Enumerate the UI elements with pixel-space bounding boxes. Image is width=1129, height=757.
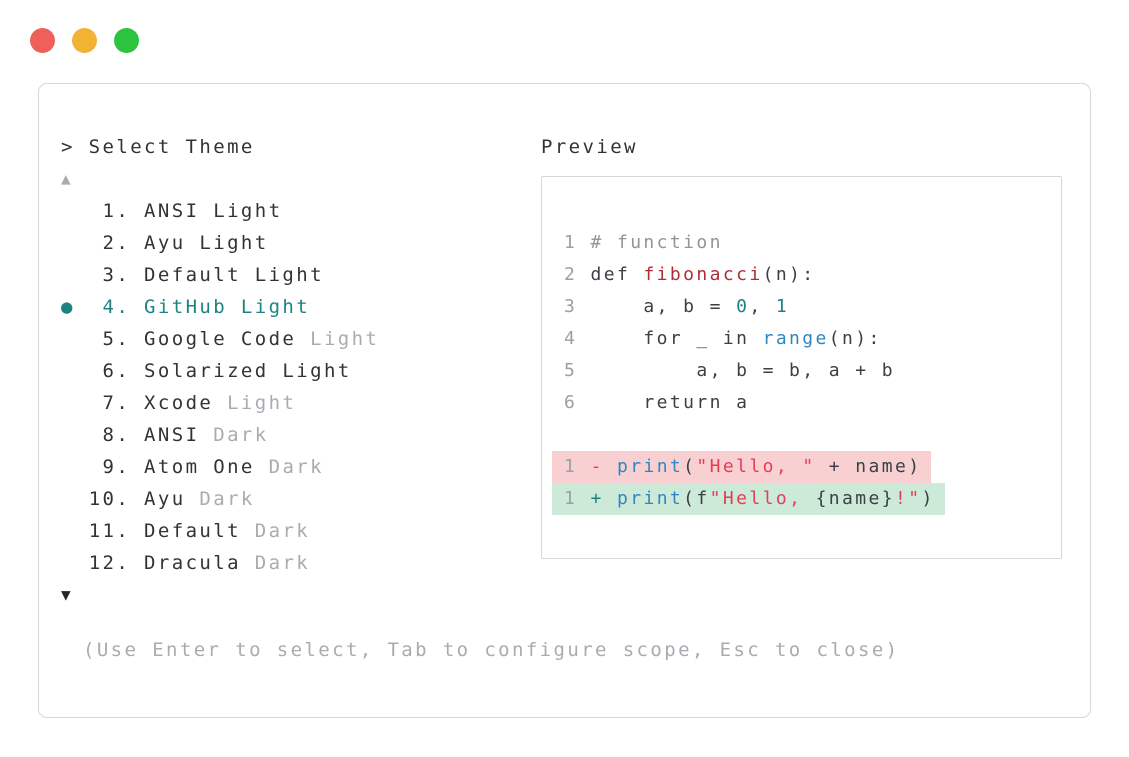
diff-added-line: 1 + print(f"Hello, {name}!") bbox=[552, 483, 1061, 515]
code-line: 6 return a bbox=[564, 392, 750, 413]
theme-item-ayu-dark[interactable]: 10. Ayu Dark bbox=[61, 483, 541, 515]
scroll-up-icon[interactable]: ▲ bbox=[61, 169, 74, 188]
dialog-body: > Select Theme ▲ 1. ANSI Light 2. Ayu Li… bbox=[61, 131, 1090, 611]
theme-list-column: > Select Theme ▲ 1. ANSI Light 2. Ayu Li… bbox=[61, 131, 541, 611]
preview-label: Preview bbox=[541, 136, 638, 158]
theme-item-ansi-light[interactable]: 1. ANSI Light bbox=[61, 195, 541, 227]
bullet-placeholder bbox=[61, 456, 89, 478]
bullet-placeholder bbox=[61, 392, 89, 414]
preview-column: Preview 1 # function 2 def fibonacci(n): 3… bbox=[541, 131, 1090, 611]
theme-item-ansi-dark[interactable]: 8. ANSI Dark bbox=[61, 419, 541, 451]
code-line: 1 # function bbox=[564, 232, 723, 253]
code-line: 5 a, b = b, a + b bbox=[564, 360, 895, 381]
code-line: 4 for _ in range(n): bbox=[564, 328, 882, 349]
theme-item-default-dark[interactable]: 11. Default Dark bbox=[61, 515, 541, 547]
zoom-button[interactable] bbox=[114, 28, 139, 53]
keyboard-hints: (Use Enter to select, Tab to configure s… bbox=[83, 639, 900, 661]
preview-pane: 1 # function 2 def fibonacci(n): 3 a, b = … bbox=[541, 176, 1062, 559]
bullet-placeholder bbox=[61, 360, 89, 382]
bullet-placeholder bbox=[61, 424, 89, 446]
minimize-button[interactable] bbox=[72, 28, 97, 53]
theme-list: 1. ANSI Light 2. Ayu Light 3. Default Li… bbox=[61, 195, 541, 579]
bullet-placeholder bbox=[61, 488, 89, 510]
theme-selector-dialog: > Select Theme ▲ 1. ANSI Light 2. Ayu Li… bbox=[38, 83, 1091, 718]
bullet-placeholder bbox=[61, 552, 89, 574]
theme-item-default-light[interactable]: 3. Default Light bbox=[61, 259, 541, 291]
selected-bullet-icon: ● bbox=[61, 296, 89, 318]
theme-item-ayu-light[interactable]: 2. Ayu Light bbox=[61, 227, 541, 259]
bullet-placeholder bbox=[61, 232, 89, 254]
bullet-placeholder bbox=[61, 264, 89, 286]
theme-item-solarized-light[interactable]: 6. Solarized Light bbox=[61, 355, 541, 387]
select-theme-prompt: > Select Theme bbox=[61, 136, 255, 158]
close-button[interactable] bbox=[30, 28, 55, 53]
bullet-placeholder bbox=[61, 520, 89, 542]
bullet-placeholder bbox=[61, 200, 89, 222]
code-line: 3 a, b = 0, 1 bbox=[564, 296, 790, 317]
bullet-placeholder bbox=[61, 328, 89, 350]
theme-item-xcode-light[interactable]: 7. Xcode Light bbox=[61, 387, 541, 419]
window-controls bbox=[30, 28, 139, 53]
theme-item-atom-one-dark[interactable]: 9. Atom One Dark bbox=[61, 451, 541, 483]
theme-item-github-light[interactable]: ● 4. GitHub Light bbox=[61, 296, 311, 318]
theme-item-dracula-dark[interactable]: 12. Dracula Dark bbox=[61, 547, 541, 579]
blank-line bbox=[564, 419, 1061, 451]
scroll-down-icon[interactable]: ▼ bbox=[61, 585, 74, 604]
theme-item-google-code-light[interactable]: 5. Google Code Light bbox=[61, 323, 541, 355]
diff-removed-line: 1 - print("Hello, " + name) bbox=[552, 451, 1061, 483]
code-line: 2 def fibonacci(n): bbox=[564, 264, 816, 285]
